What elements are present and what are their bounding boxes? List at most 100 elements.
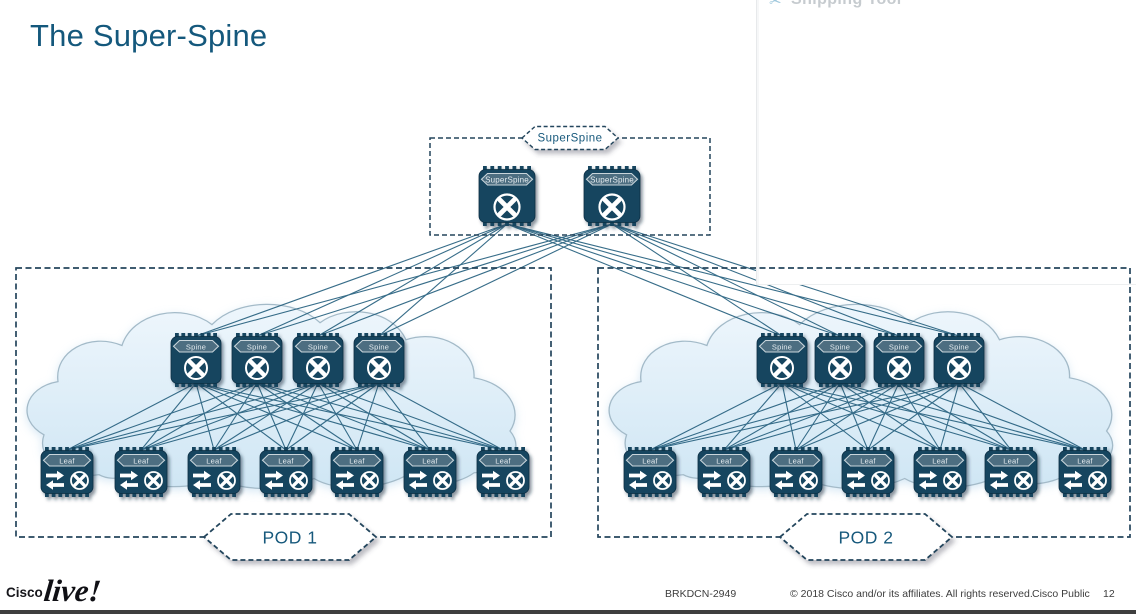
leaf-switch-label: Leaf xyxy=(642,456,658,465)
spine-switch-label: Spine xyxy=(369,342,389,351)
pod1-leaf-switch-3: Leaf xyxy=(187,447,241,497)
spine-switch-label: Spine xyxy=(889,342,909,351)
leaf-switch-label: Leaf xyxy=(932,456,948,465)
arrow-left-icon xyxy=(775,480,793,490)
leaf-switch-label: Leaf xyxy=(1077,456,1093,465)
pod2-spine-switch-1: Spine xyxy=(756,333,808,387)
arrow-left-icon xyxy=(990,480,1008,490)
arrow-left-icon xyxy=(193,480,211,490)
arrow-right-icon xyxy=(775,470,793,481)
arrow-right-icon xyxy=(120,470,138,481)
page-title: The Super-Spine xyxy=(30,18,268,53)
arrow-right-icon xyxy=(919,470,937,481)
pod2-leaf-switch-7: Leaf xyxy=(1058,447,1112,497)
pod2-spine-switch-3: Spine xyxy=(873,333,925,387)
arrow-right-icon xyxy=(336,470,354,481)
pod1-leaf-switch-4: Leaf xyxy=(259,447,313,497)
arrow-left-icon xyxy=(409,480,427,490)
pod1-spine-switch-2: Spine xyxy=(231,333,283,387)
leaf-switch-label: Leaf xyxy=(422,456,438,465)
pod2-leaf-switch-1: Leaf xyxy=(623,447,677,497)
pod2-leaf-switch-5: Leaf xyxy=(913,447,967,497)
superspine-box xyxy=(429,137,711,236)
leaf-switch-label: Leaf xyxy=(278,456,294,465)
classification-text: Cisco Public xyxy=(1032,588,1090,600)
spine-switch-label: Spine xyxy=(949,342,969,351)
pod1-spine-switch-3: Spine xyxy=(292,333,344,387)
pod2-label-text: POD 2 xyxy=(838,528,893,548)
page-number: 12 xyxy=(1103,588,1115,600)
pod1-leaf-switch-2: Leaf xyxy=(114,447,168,497)
leaf-switch-label: Leaf xyxy=(206,456,222,465)
copyright-text: © 2018 Cisco and/or its affiliates. All … xyxy=(790,588,1033,600)
pod1-spine-switch-4: Spine xyxy=(353,333,405,387)
arrow-right-icon xyxy=(703,470,721,481)
arrow-right-icon xyxy=(847,470,865,481)
superspine-switch-2: SuperSpine xyxy=(583,166,641,226)
spine-leaf-links xyxy=(66,382,1086,451)
pod2-leaf-switch-6: Leaf xyxy=(984,447,1038,497)
leaf-switch-label: Leaf xyxy=(59,456,75,465)
spine-switch-label: Spine xyxy=(772,342,792,351)
leaf-switch-label: Leaf xyxy=(133,456,149,465)
pod1-label: POD 1 xyxy=(202,513,378,561)
arrow-left-icon xyxy=(120,480,138,490)
leaf-switch-label: Leaf xyxy=(716,456,732,465)
superspine-switch-label: SuperSpine xyxy=(485,175,529,184)
arrow-left-icon xyxy=(46,480,64,490)
logo-cisco-text: Cisco xyxy=(6,585,43,600)
arrow-left-icon xyxy=(847,480,865,490)
logo-live-text: live! xyxy=(41,573,103,608)
spine-switch-label: Spine xyxy=(186,342,206,351)
pod2-leaf-switch-3: Leaf xyxy=(769,447,823,497)
pod2-box xyxy=(597,267,1131,538)
leaf-switch-label: Leaf xyxy=(349,456,365,465)
arrow-right-icon xyxy=(990,470,1008,481)
arrow-right-icon xyxy=(1064,470,1082,481)
pod1-leaf-switch-5: Leaf xyxy=(330,447,384,497)
pod2-leaf-switch-2: Leaf xyxy=(697,447,751,497)
session-id: BRKDCN-2949 xyxy=(665,588,737,600)
pod1-box xyxy=(15,267,552,538)
pod1-leaf-switch-7: Leaf xyxy=(476,447,530,497)
arrow-right-icon xyxy=(482,470,500,481)
spine-switch-label: Spine xyxy=(830,342,850,351)
pod2-spine-switch-4: Spine xyxy=(933,333,985,387)
arrow-right-icon xyxy=(265,470,283,481)
pod2-spine-switch-2: Spine xyxy=(814,333,866,387)
arrow-left-icon xyxy=(265,480,283,490)
arrow-right-icon xyxy=(629,470,647,481)
superspine-group-label: SuperSpine xyxy=(520,125,620,151)
arrow-left-icon xyxy=(629,480,647,490)
leaf-switch-label: Leaf xyxy=(1003,456,1019,465)
leaf-switch-label: Leaf xyxy=(860,456,876,465)
superspine-links xyxy=(195,223,960,337)
pod1-label-text: POD 1 xyxy=(262,528,317,548)
arrow-right-icon xyxy=(409,470,427,481)
leaf-switch-label: Leaf xyxy=(788,456,804,465)
arrow-left-icon xyxy=(703,480,721,490)
arrow-right-icon xyxy=(46,470,64,481)
overlay-window-panel: ✂ Snipping Tool xyxy=(756,0,1136,285)
arrow-right-icon xyxy=(193,470,211,481)
footer-bar xyxy=(0,610,1136,614)
pod1-spine-switch-1: Spine xyxy=(170,333,222,387)
arrow-left-icon xyxy=(336,480,354,490)
leaf-switch-label: Leaf xyxy=(495,456,511,465)
scissors-icon: ✂ xyxy=(769,0,782,10)
spine-switch-label: Spine xyxy=(308,342,328,351)
pod2-label: POD 2 xyxy=(778,513,954,561)
pod2-leaf-switch-4: Leaf xyxy=(841,447,895,497)
overlay-window-title: Snipping Tool xyxy=(791,0,902,9)
arrow-left-icon xyxy=(919,480,937,490)
arrow-left-icon xyxy=(1064,480,1082,490)
pod1-leaf-switch-1: Leaf xyxy=(40,447,94,497)
superspine-switch-1: SuperSpine xyxy=(478,166,536,226)
cisco-live-logo: Cisco live! xyxy=(6,565,103,608)
pod1-leaf-switch-6: Leaf xyxy=(403,447,457,497)
superspine-group-label-text: SuperSpine xyxy=(537,133,602,145)
superspine-switch-label: SuperSpine xyxy=(590,175,634,184)
arrow-left-icon xyxy=(482,480,500,490)
